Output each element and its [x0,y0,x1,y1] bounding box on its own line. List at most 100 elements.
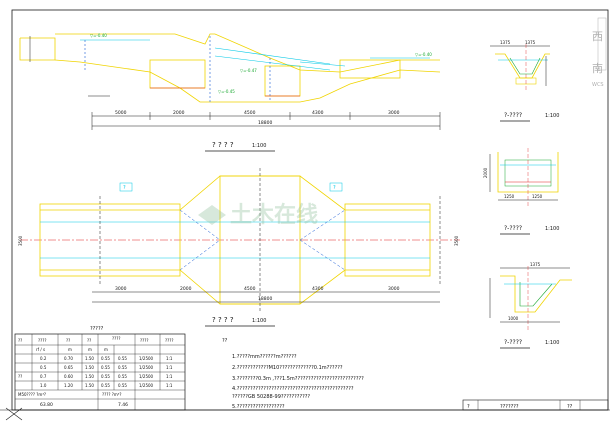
table-subheader-1: m [68,347,72,352]
table-cell: 0.55 [101,356,110,361]
profile-elevation-1: ▽=-0.40 [90,33,107,38]
plan-dim-5: 3000 [388,286,400,292]
notes-item-4: 4.??????????????????????????????????????… [232,386,354,392]
table-cell: 0.55 [118,365,127,370]
table-cell: 0.7 [40,374,47,379]
profile-view: ▽=-0.40 ▽=-0.45 ▽=-0.47 ▽=-0.40 5000 200… [19,33,441,152]
notes-item-5: ??????GB 50288-99??????????? [232,394,310,400]
plan-taper-1 [179,209,221,241]
table-subheader-2: m [88,347,92,352]
plan-taper-2 [179,239,221,271]
plan-outline-lower [40,269,430,305]
table-title: ????? [90,326,104,332]
plan-inlet-box [39,203,181,277]
notes-item-1: 1.?????mm??????m?????? [232,354,297,360]
profile-outline-top [55,33,440,73]
table-cell: 0.55 [118,383,127,388]
plan-scale: 1:100 [252,318,266,324]
profile-elevation-4: ▽=-0.40 [415,52,432,57]
profile-dim-5: 3000 [388,110,400,116]
title-block-cell-3: ?? [567,404,573,410]
table-cell: 1/2500 [139,356,154,361]
profile-dim-3: 4500 [244,110,256,116]
table-footer-value-2: 7.46 [118,402,128,408]
profile-outline-left [19,37,56,61]
table-cell: 1/2500 [139,365,154,370]
corner-char-top: 西 [592,30,603,43]
section-2-dim-2: 1250 [532,194,543,199]
table-header-6: ???? [165,338,174,343]
profile-scale: 1:100 [252,143,266,149]
plan-taper-4 [299,239,346,271]
table-header-2: ?? [66,338,70,343]
table-row: 0.5 0.65 1.50 0.55 0.55 1/2500 1:1 [40,365,173,370]
title-block: ? ??????? ?? [462,399,609,411]
table-row: 1.0 1.20 1.50 0.55 0.55 1/2500 1:1 [40,383,173,388]
profile-weir-block [149,59,206,89]
section-1-caption: ?-???? [504,112,522,119]
table-cell: 0.70 [64,356,73,361]
profile-exit-block [339,59,401,79]
section-1-channel [495,53,550,79]
plan-dim-3: 4500 [244,286,256,292]
section-3-caption: ?-???? [504,339,522,346]
profile-outline-bottom [54,59,441,103]
section-3: 1375 1000 ?-???? 1:100 [489,262,572,349]
plan-caption: ? ? ? ? [212,316,234,324]
table-header-1: ???? [38,338,47,343]
table-subheader-0: rf / s [36,347,45,352]
profile-dim-2: 2000 [173,110,185,116]
section-2-scale: 1:100 [545,226,559,232]
table-row: 0.2 0.70 1.50 0.55 0.55 1/2500 1:1 [40,356,173,361]
notes-heading: ?? [222,338,228,344]
notes: ?? 1.?????mm??????m?????? 2.????????????… [222,338,364,410]
section-1-dim-1: 1375 [500,40,511,45]
section-3-inner [519,282,553,307]
corner-char-bottom: 南 [592,62,603,75]
section-2-caption: ?-???? [504,225,522,232]
profile-dim-1: 5000 [115,110,127,116]
plan-tag-right-box [329,182,343,192]
table-cell: 0.2 [40,356,47,361]
section-2-vdim-label: 2000 [483,167,488,178]
plan-tag-right: ? [333,185,336,191]
table-cell: 0.5 [40,365,47,370]
table-cell: 1/2500 [139,374,154,379]
table-cell: 1:1 [166,365,173,370]
section-1-dim-2: 1375 [525,40,536,45]
section-3-scale: 1:100 [545,340,559,346]
plan-tag-left-box [119,182,133,192]
table-cell: 0.55 [118,374,127,379]
profile-water-line-4 [299,61,346,67]
table-header-0: ?? [18,338,22,343]
table-cell: 1.50 [85,356,94,361]
plan-tag-left: ? [123,185,126,191]
plan-view: ? ? 3500 3500 3000 2000 4500 4300 3000 1… [18,168,460,327]
title-block-cell-2: ??????? [500,404,519,410]
table-footer-label-1: M50???? ?m³? [18,392,46,397]
profile-dim-4: 4300 [312,110,324,116]
profile-water-line-2 [214,47,331,65]
section-3-channel [500,275,572,313]
table-cell: 0.55 [101,365,110,370]
watermark-text: 土木在线 [230,202,318,228]
profile-elevation-2: ▽=-0.45 [218,89,235,94]
plan-dim-4: 4300 [312,286,324,292]
section-2: 2000 1250 1250 ?-???? 1:100 [483,148,559,235]
table-row: 0.7 0.60 1.50 0.55 0.55 1/2500 1:1 [40,374,173,379]
table-cell: 0.55 [101,383,110,388]
profile-caption: ? ? ? ? [212,141,234,149]
compass-box [597,17,607,71]
plan-outlet-box [344,203,431,277]
corner-wcs-label: WCS [592,82,604,88]
notes-item-2: 2.????????????M10?????????????0.1m?????? [232,365,343,371]
table-cell: 0.55 [101,374,110,379]
table-cell: 1:1 [166,383,173,388]
section-3-dim-bottom: 1000 [508,316,519,321]
plan-side-width-right: 3500 [454,235,459,246]
watermark: 土木在线 [198,202,318,228]
table-cell: 1.20 [64,383,73,388]
profile-total-dim: 18800 [258,120,272,126]
table-cell: 1/2500 [139,383,154,388]
